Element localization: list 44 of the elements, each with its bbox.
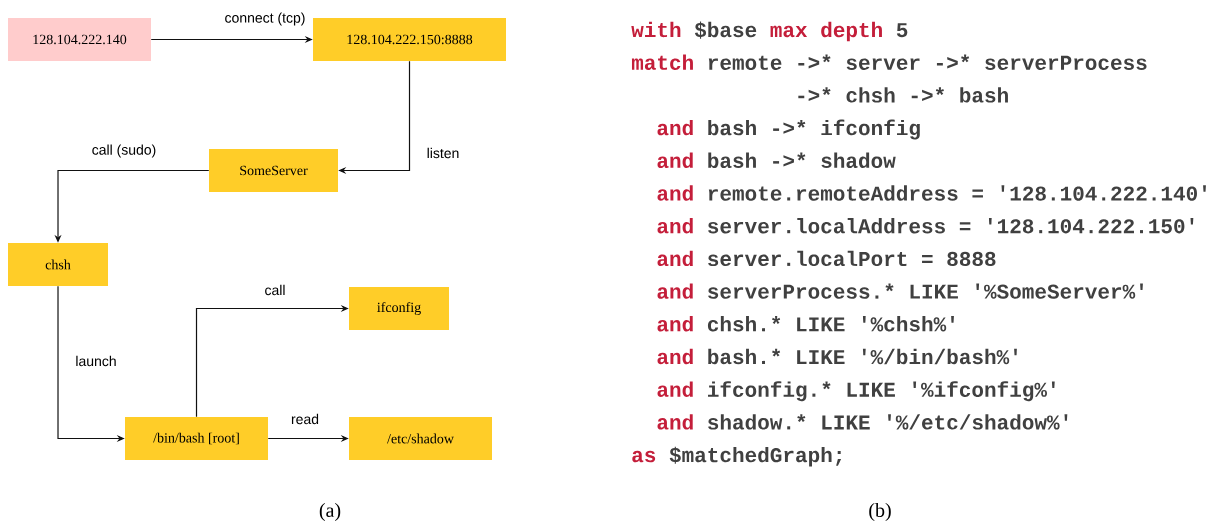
process-box: 128.104.222.140	[8, 18, 151, 61]
code-text: remote ->* server ->* serverProcess	[708, 54, 1147, 70]
code-text: shadow.* LIKE '%/etc/shadow%'	[708, 414, 1068, 430]
code-text: chsh.* LIKE '%chsh%'	[707, 316, 954, 332]
process-box: ifconfig	[349, 287, 449, 330]
code-keyword: and	[657, 348, 693, 365]
code-keyword: and	[657, 119, 693, 136]
code-text: server.localPort = 8888	[708, 250, 996, 267]
code-keyword: and	[657, 283, 693, 299]
edge-label: connect (tcp)	[223, 11, 307, 27]
code-keyword: max depth	[770, 21, 882, 42]
process-box: 128.104.222.150:8888	[313, 18, 506, 61]
code-keyword: and	[657, 381, 693, 397]
edge-label: call (sudo)	[90, 143, 158, 159]
code-text: server.localAddress = '128.104.222.150'	[708, 218, 1194, 234]
code-text: ->* chsh ->* bash	[798, 87, 1008, 103]
edge-label: launch	[74, 354, 118, 368]
code-text: ifconfig.* LIKE '%ifconfig%'	[708, 381, 1055, 402]
code-text: remote.remoteAddress = '128.104.222.140'	[708, 185, 1206, 201]
process-box: chsh	[8, 243, 108, 286]
code-keyword: match	[631, 54, 693, 70]
code-keyword: and	[657, 316, 693, 332]
code-text: bash ->* shadow	[708, 152, 896, 168]
edge-label: call	[263, 283, 287, 297]
code-keyword: and	[657, 250, 693, 267]
edge-label: read	[290, 412, 320, 426]
code-keyword: and	[657, 414, 693, 430]
code-text: $base	[694, 21, 757, 39]
code-text: 5	[896, 23, 908, 38]
edge-label: listen	[425, 146, 461, 160]
code-keyword: as	[632, 450, 656, 463]
caption: (a)	[319, 502, 341, 522]
process-box: SomeServer	[209, 149, 338, 192]
code-keyword: and	[657, 152, 693, 168]
caption: (b)	[869, 502, 891, 522]
code-text: $matchedGraph;	[669, 446, 842, 467]
code-keyword: and	[657, 185, 693, 201]
code-text: bash ->* ifconfig	[708, 119, 920, 140]
process-box: /etc/shadow	[349, 417, 492, 460]
code-text: serverProcess.* LIKE '%SomeServer%'	[708, 283, 1143, 299]
code-text: bash.* LIKE '%/bin/bash%'	[708, 348, 1017, 365]
code-keyword: and	[657, 218, 693, 234]
process-box: /bin/bash [root]	[125, 417, 268, 460]
code-keyword: with	[631, 21, 681, 38]
